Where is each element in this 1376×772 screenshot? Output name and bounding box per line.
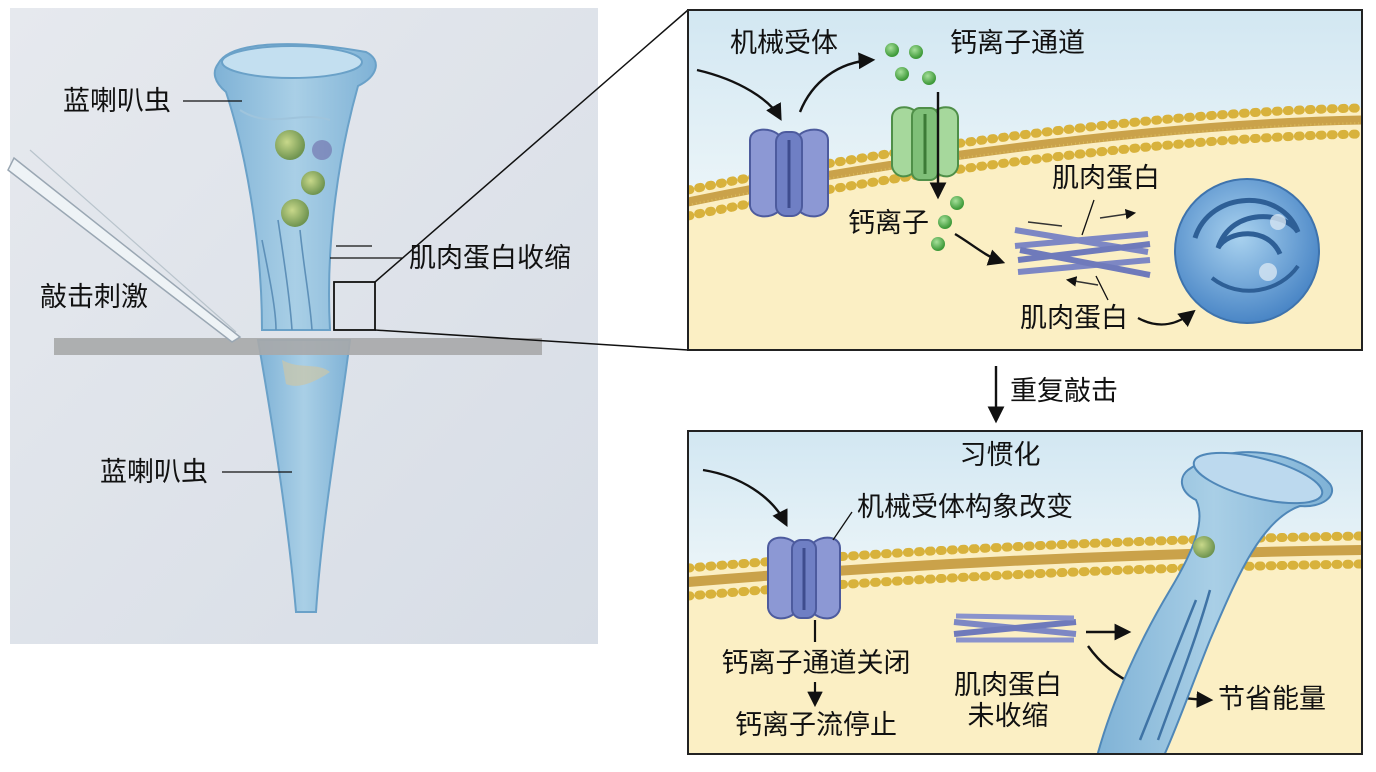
zoom-connector-bottom [374, 329, 689, 351]
label-stimulus: 敲击刺激 [40, 282, 148, 313]
organism-oral-disc [221, 45, 363, 79]
calcium-ions-outside [885, 43, 936, 85]
arrow-receptor-to-calcium [798, 52, 876, 113]
arrow-stimulus-in-bottom [702, 468, 788, 528]
contracted-organism [1174, 178, 1320, 324]
panel-bottom-border [687, 430, 1363, 755]
organism-myonemes [261, 219, 313, 331]
macronucleus [312, 140, 332, 160]
needle-highlight [29, 149, 237, 333]
myosin-relaxed [953, 613, 1077, 643]
label-calcium-channel: 钙离子通道 [950, 28, 1085, 59]
calcium-ions-inside [931, 196, 964, 251]
label-mechanoreceptor: 机械受体 [730, 28, 838, 59]
label-repeat-tap: 重复敲击 [1010, 376, 1118, 407]
leader-conformation [832, 511, 853, 541]
organism-texture [239, 109, 331, 121]
arrow-stimulus-in [696, 68, 782, 121]
label-contraction: 肌肉蛋白收缩 [409, 243, 571, 274]
label-flow-stop: 钙离子流停止 [735, 710, 897, 741]
stimulus-needle [7, 156, 242, 343]
micrograph [7, 8, 689, 644]
extracellular-space [688, 10, 1362, 190]
zoom-connector-top [374, 9, 689, 283]
label-myosin-top: 肌肉蛋白 [1052, 163, 1160, 194]
extended-organism [1096, 451, 1333, 754]
label-habituation-title: 习惯化 [959, 440, 1041, 471]
label-conformation-change: 机械受体构象改变 [857, 492, 1073, 523]
arrow-myosin-to-contraction [1137, 309, 1196, 327]
label-organism-bottom: 蓝喇叭虫 [100, 457, 208, 488]
food-vacuole [281, 199, 309, 227]
mechanoreceptor [749, 128, 829, 218]
panel-top-border [687, 9, 1363, 351]
label-myosin-not-contracted: 肌肉蛋白 未收缩 [954, 672, 1062, 730]
leader-myosin-top [1081, 199, 1095, 236]
label-myosin-line2: 未收缩 [967, 701, 1049, 732]
arrow-calcium-to-myosin [954, 232, 1006, 266]
zoom-box [333, 281, 376, 331]
label-channel-closed: 钙离子通道关闭 [721, 648, 911, 679]
organism-upper-body [213, 43, 377, 331]
food-vacuole [275, 130, 305, 160]
organism-stalk [256, 339, 352, 613]
myosin-filaments [1014, 209, 1151, 287]
label-calcium-ions: 钙离子 [848, 208, 929, 239]
label-organism-top: 蓝喇叭虫 [63, 86, 171, 117]
mechanoreceptor-closed [767, 536, 841, 620]
substrate-bar [54, 338, 542, 355]
food-vacuole [301, 171, 325, 195]
label-save-energy: 节省能量 [1218, 684, 1326, 715]
stalk-granules [282, 360, 330, 386]
calcium-channel [891, 106, 959, 181]
leader-myosin-bottom [1095, 275, 1109, 301]
panel-bottom [687, 430, 1363, 755]
label-myosin-bottom: 肌肉蛋白 [1020, 303, 1128, 334]
panel-top [687, 9, 1363, 351]
label-myosin-line1: 肌肉蛋白 [954, 670, 1062, 701]
